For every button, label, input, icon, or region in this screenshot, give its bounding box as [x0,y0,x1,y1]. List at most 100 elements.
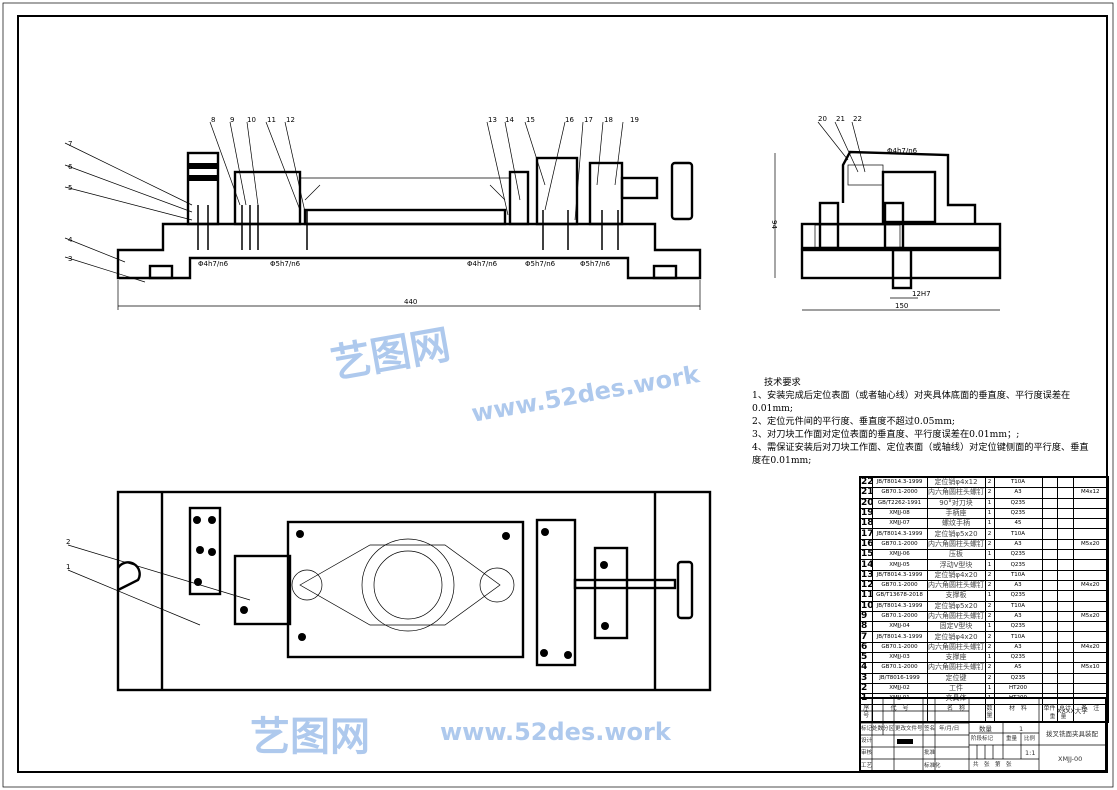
tech-item: 4、需保证安装后对刀块工作面、定位表面（或轴线）对定位键侧面的平行度、垂直度在0… [752,442,1089,466]
parts-list-cell: 1 [984,682,995,695]
parts-list-cell: 2 [984,487,995,499]
parts-list-cell: XMJJ-02 [871,682,928,695]
parts-list-cell: 18 [859,518,873,530]
scale-label: 比例 [1024,736,1036,742]
fit-dimension: Φ5h7/n6 [525,260,556,268]
part-label: 18 [604,116,613,124]
watermark-url: www.52des.work [440,718,671,746]
parts-list-cell: 8 [859,621,873,633]
parts-list-cell: JB/T8014.3-1999 [871,528,928,540]
parts-list-cell: 13 [859,569,873,581]
parts-list-cell: A3 [993,579,1043,592]
parts-list-cell: 20 [859,497,873,509]
parts-list-cell: 21 [859,487,873,499]
parts-list-cell: A3 [993,487,1043,499]
parts-list-cell: 4 [859,662,873,674]
parts-list-cell: 内六角圆柱头螺钉 [926,641,986,654]
parts-list-cell: GB70.1-2000 [871,662,928,674]
fit-dimension: Φ5h7/n6 [580,260,611,268]
parts-list-cell: 定位销φ4x12 [926,476,986,489]
part-label: 12 [286,116,295,124]
fit-dimension: Φ4h7/n6 [198,260,229,268]
parts-list-header-label: 数量 [986,704,993,719]
parts-list-cell: 10 [859,600,873,612]
parts-list-cell [1072,682,1109,695]
parts-list-cell: 19 [859,507,873,520]
parts-list-cell: 2 [984,641,995,654]
parts-list-cell: JB/T8014.3-1999 [871,476,928,489]
parts-list-cell [1041,497,1058,509]
parts-list-cell: 2 [984,528,995,540]
parts-list-cell [1041,641,1058,654]
parts-list-cell [1041,518,1058,530]
drawing-frame [17,15,1108,773]
parts-list-cell [1041,487,1058,499]
parts-list-cell [1041,682,1058,695]
parts-list-cell [1056,682,1074,695]
parts-list-cell: GB70.1-2000 [871,487,928,499]
parts-list-header-label: 代 号 [890,704,909,712]
parts-list-cell [1056,631,1074,643]
parts-list-cell [1056,652,1074,664]
parts-list-cell: XMJJ-07 [871,518,928,530]
parts-list-cell: 11 [859,590,873,602]
parts-list-header-label: 材 料 [1008,704,1027,712]
parts-list-cell: 2 [984,569,995,581]
parts-list-cell [1072,590,1109,602]
top-view: 2 1 [66,490,712,692]
parts-list-cell: T10A [993,528,1043,540]
parts-list-cell: A3 [993,641,1043,654]
parts-list-cell [1072,559,1109,571]
parts-list-cell: 1 [984,621,995,633]
quantity-label: 数量 [979,725,992,733]
parts-list: 22JB/T8014.3-1999定位销φ4x122T10A21GB70.1-2… [859,476,1109,723]
parts-list-cell: Q235 [993,590,1043,602]
parts-list-cell: 2 [984,631,995,643]
parts-list-cell: GB70.1-2000 [871,641,928,654]
parts-list-cell [1041,579,1058,592]
parts-list-cell [1072,600,1109,612]
parts-list-cell: 螺纹手柄 [926,518,986,530]
rev-header: 处数 [872,726,884,732]
parts-list-cell: GB70.1-2000 [871,579,928,592]
parts-list-cell [1072,518,1109,530]
rev-header: 年/月/日 [939,726,960,732]
parts-list-cell [1056,559,1074,571]
parts-list-cell [1041,621,1058,633]
role-label: 批准 [924,750,936,756]
parts-list-cell: 1 [984,497,995,509]
parts-list-cell: 2 [859,682,873,695]
drawing-title: 拨叉铣面夹具装配 [1046,730,1098,738]
parts-list-cell [1056,621,1074,633]
parts-list-cell: JB/T8014.3-1999 [871,600,928,612]
parts-list-cell [1041,662,1058,674]
parts-list-cell: 14 [859,559,873,571]
parts-list-cell [1056,476,1074,489]
parts-list-cell: XMJJ-04 [871,621,928,633]
weight-header-label: 重 量 [1049,713,1067,720]
parts-list-cell: 2 [984,600,995,612]
parts-list-cell: 内六角圆柱头螺钉 [926,487,986,499]
quantity-value: 1 [1019,725,1024,733]
parts-list-cell: T10A [993,631,1043,643]
parts-list-cell: A5 [993,662,1043,674]
parts-list-cell: 90°对刀块 [926,497,986,509]
watermark-brand: 艺图网 [250,714,370,760]
parts-list-cell: Q235 [993,672,1043,684]
role-label: 审核 [861,750,873,756]
parts-list-header-cell: 总计 [1056,703,1074,723]
parts-list-header-cell: 名 称 [926,703,986,723]
parts-list-header-label: 备 注 [1081,704,1100,712]
parts-list-cell: Q235 [993,507,1043,520]
parts-list-cell: 2 [984,672,995,684]
parts-list-cell [1072,652,1109,664]
part-label: 22 [853,115,862,123]
parts-list-cell [1056,538,1074,551]
parts-list-cell [1041,538,1058,551]
